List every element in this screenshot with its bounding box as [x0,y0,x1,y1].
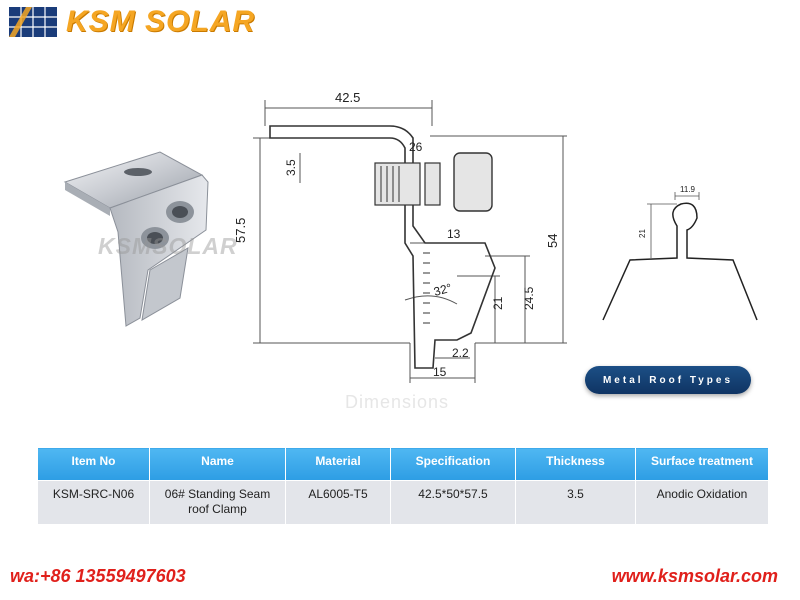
dim-height-total: 57.5 [233,218,248,243]
cell-name-line2: roof Clamp [188,502,247,516]
dim-jaw-inner: 21 [491,296,505,310]
cell-material: AL6005-T5 [285,480,391,525]
bolt-nut [141,201,194,249]
cell-surface: Anodic Oxidation [635,480,769,525]
header-thickness: Thickness [515,447,636,481]
dim-thickness-top: 3.5 [284,159,298,176]
technical-drawing: 42.5 57.5 3.5 26 54 13 32° 21 24.5 2.2 1… [233,90,567,383]
product-photo [63,151,209,327]
dim-jaw-outer: 24.5 [522,286,536,310]
cell-name: 06# Standing Seam roof Clamp [149,480,286,525]
roof-seam-width: 11.9 [680,185,696,194]
dim-right-height: 54 [545,234,560,248]
whatsapp-contact: wa:+86 13559497603 [10,566,186,586]
header-specification: Specification [390,447,516,481]
cell-specification: 42.5*50*57.5 [390,480,516,525]
header-item-no: Item No [37,447,150,481]
dim-base-width: 15 [433,365,447,379]
solar-panel-logo-icon [9,7,57,37]
cell-name-line1: 06# Standing Seam [164,487,271,501]
header-name: Name [149,447,286,481]
dim-angle: 32° [432,281,453,299]
table-row: KSM-SRC-N06 06# Standing Seam roof Clamp… [37,480,769,525]
website-link[interactable]: www.ksmsolar.com [611,566,778,586]
roof-seam-height: 21 [638,229,647,238]
dim-foot-width: 13 [447,227,461,241]
roof-profile-diagram: 11.9 21 [602,185,758,321]
header-material: Material [285,447,391,481]
spec-table: Item No Name Material Specification Thic… [37,447,769,525]
dim-jaw-offset: 2.2 [452,346,469,360]
header: KSM SOLAR [8,4,255,40]
cell-thickness: 3.5 [515,480,636,525]
table-header-row: Item No Name Material Specification Thic… [37,447,769,481]
header-surface: Surface treatment [635,447,769,481]
cell-item-no: KSM-SRC-N06 [37,480,150,525]
metal-roof-types-button[interactable]: Metal Roof Types [585,366,751,394]
dim-bolt-gap: 26 [409,140,423,154]
ghost-caption: Dimensions [345,392,450,412]
dim-width-top: 42.5 [335,90,360,105]
watermark: KSMSOLAR [98,233,238,259]
brand-name: KSM SOLAR [66,5,255,38]
